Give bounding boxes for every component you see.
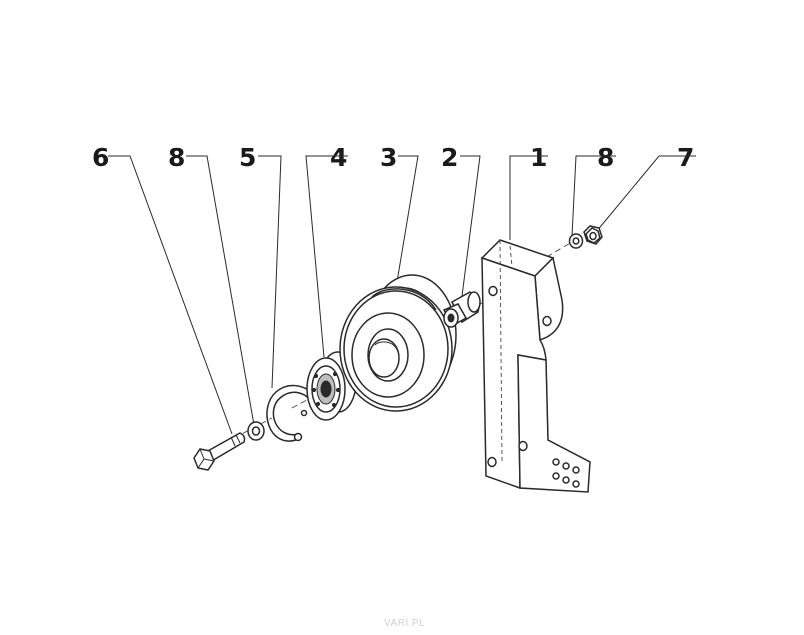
leader-8-left bbox=[186, 155, 255, 426]
callout-5: 5 bbox=[239, 143, 256, 172]
callout-7: 7 bbox=[677, 143, 694, 172]
nut-part bbox=[583, 225, 603, 245]
callout-8-left: 8 bbox=[168, 143, 185, 172]
callout-2: 2 bbox=[441, 143, 458, 172]
washer-left-part bbox=[247, 421, 265, 441]
callout-1: 1 bbox=[530, 143, 547, 172]
leader-5 bbox=[258, 155, 282, 389]
leader-2 bbox=[460, 155, 481, 297]
pulley-part bbox=[339, 274, 457, 412]
leader-8-right bbox=[571, 155, 616, 237]
callout-3: 3 bbox=[380, 143, 397, 172]
callout-4: 4 bbox=[330, 143, 347, 172]
callout-8-right: 8 bbox=[597, 143, 614, 172]
bracket-part bbox=[480, 239, 591, 493]
callout-6: 6 bbox=[92, 143, 109, 172]
bearing-part bbox=[306, 351, 357, 421]
watermark: VARI.PL bbox=[384, 618, 425, 629]
leader-6 bbox=[108, 155, 233, 435]
leader-3 bbox=[396, 155, 419, 283]
leader-4 bbox=[305, 155, 348, 358]
leader-7 bbox=[595, 155, 696, 233]
washer-right-part bbox=[568, 233, 584, 249]
bolt-part bbox=[193, 432, 246, 471]
leader-1 bbox=[509, 155, 548, 240]
leader-lines bbox=[108, 155, 696, 435]
spacer-bushing-part bbox=[442, 291, 481, 328]
